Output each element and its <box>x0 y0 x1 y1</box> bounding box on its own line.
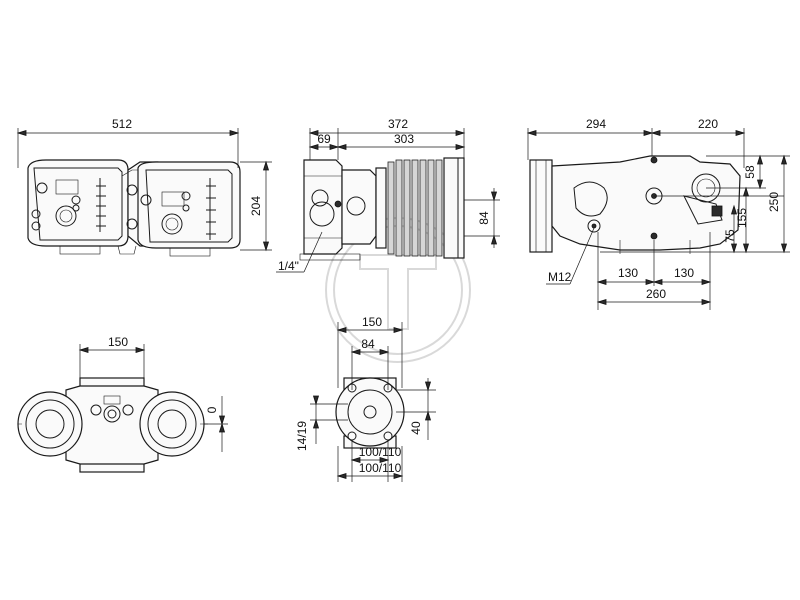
end-view-pump <box>529 155 741 254</box>
dim-height-204: 204 <box>249 196 263 216</box>
side-view-pump <box>299 157 465 261</box>
dim-pcd-100-110-b: 100/110 <box>359 461 402 475</box>
dim-right-220: 220 <box>698 117 718 131</box>
dim-half-left-130: 130 <box>618 266 638 280</box>
dim-75: 75 <box>723 229 737 243</box>
motor-fins <box>387 159 443 257</box>
port-label-1-4: 1/4" <box>278 259 299 273</box>
dim-inlet-69: 69 <box>317 132 331 146</box>
dim-left-294: 294 <box>586 117 606 131</box>
dim-half-right-130: 130 <box>674 266 694 280</box>
dim-bolt-14-19: 14/19 <box>295 421 309 451</box>
dim-flange-40: 40 <box>409 421 423 435</box>
dim-base-260: 260 <box>646 287 666 301</box>
dim-flange-150: 150 <box>362 315 382 329</box>
flange-dimensions: 150 84 40 14/19 100/110 100/110 <box>295 315 436 482</box>
dim-offset-0: 0 <box>205 406 219 413</box>
dim-flange-84: 84 <box>361 337 375 351</box>
flange-view <box>335 377 405 449</box>
dim-width-512: 512 <box>112 117 132 131</box>
thread-label-m12: M12 <box>548 270 572 284</box>
top-view-dimensions: 512 204 <box>16 117 272 252</box>
dim-height-84: 84 <box>477 211 491 225</box>
top-view-pump <box>27 159 241 257</box>
dim-155: 155 <box>735 208 749 228</box>
dim-pcd-100-110-a: 100/110 <box>359 445 402 459</box>
bottom-view-pump <box>17 377 208 473</box>
side-view-dimensions: 372 69 303 84 1/4" <box>276 117 500 273</box>
dim-250: 250 <box>767 192 781 212</box>
bottom-view-dimensions: 150 0 <box>78 335 228 452</box>
end-view-dimensions: 294 220 58 155 75 250 130 130 260 M12 <box>526 117 790 310</box>
dim-motor-303: 303 <box>394 132 414 146</box>
dim-overall-372: 372 <box>388 117 408 131</box>
dim-bottom-150: 150 <box>108 335 128 349</box>
dim-58: 58 <box>743 165 757 179</box>
